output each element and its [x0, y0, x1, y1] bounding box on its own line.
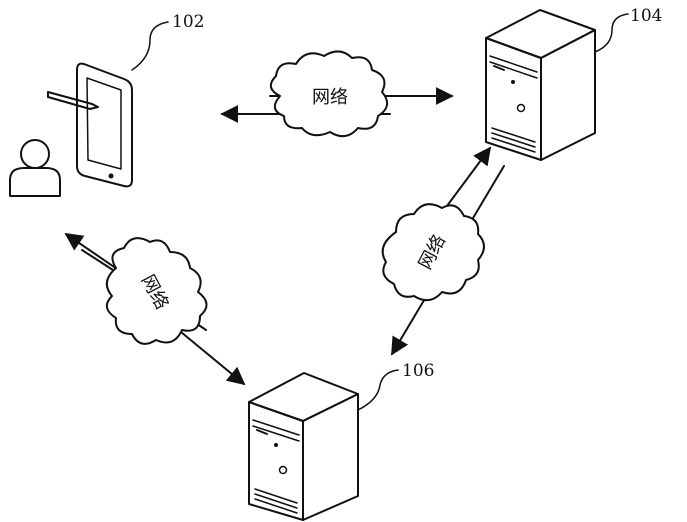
link-terminal-server-top: 网络 [222, 51, 452, 136]
server-bottom-ref-label: 106 [402, 361, 434, 381]
server-top-icon [486, 10, 595, 160]
terminal-ref-label: 102 [172, 12, 204, 32]
terminal-ref-leader [132, 22, 168, 70]
server-bottom-icon [249, 373, 358, 520]
server-top-node: 104 [486, 6, 662, 160]
user-icon [10, 140, 60, 196]
link-segment [82, 250, 116, 272]
link-label: 网络 [312, 87, 348, 108]
server-bottom-node: 106 [249, 361, 434, 520]
server-bottom-ref-leader [358, 370, 398, 410]
link-server-bottom-server-top: 网络 [383, 148, 504, 354]
tablet-icon [48, 64, 132, 187]
link-terminal-server-bottom: 网络 [66, 234, 244, 384]
server-top-ref-label: 104 [630, 6, 662, 26]
server-top-ref-leader [595, 14, 628, 52]
terminal-node: 102 [10, 12, 204, 196]
